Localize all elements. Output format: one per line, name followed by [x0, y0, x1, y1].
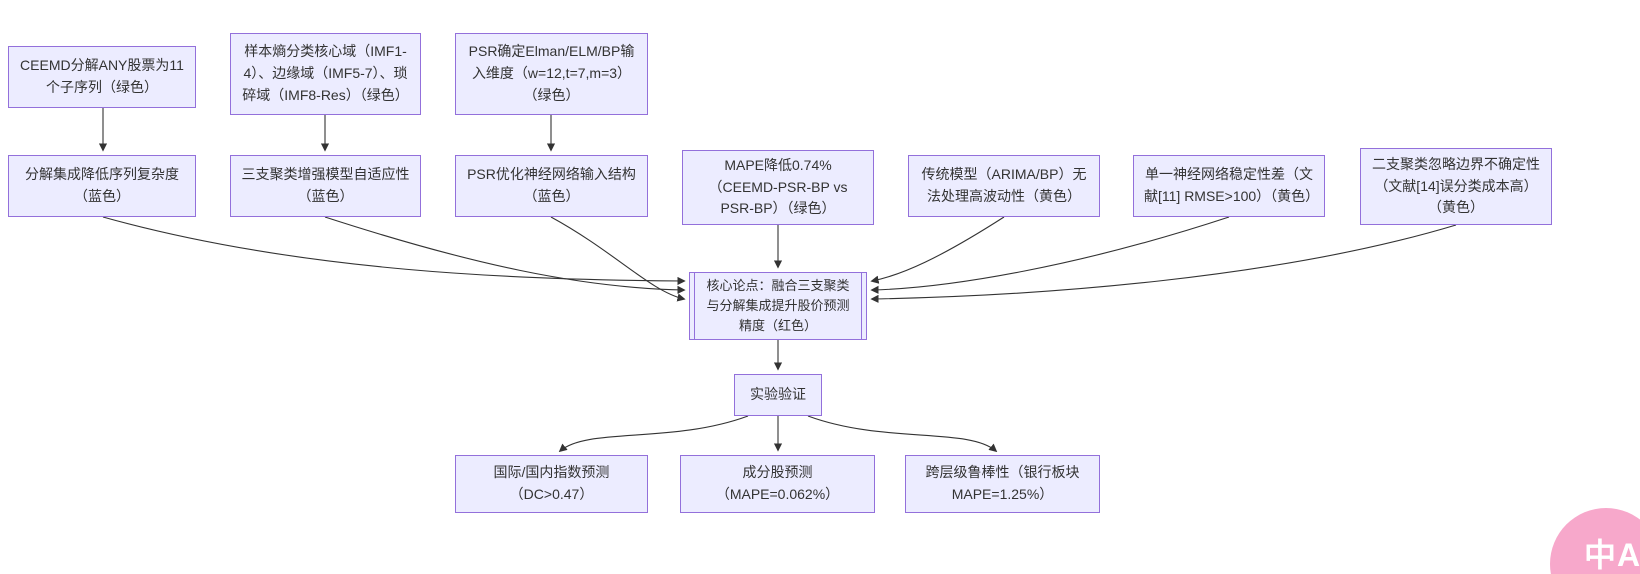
psr-structure-node: PSR优化神经网络输入结构（蓝色）: [455, 155, 648, 217]
experiment-validation-node: 实验验证: [734, 374, 822, 416]
core-thesis-node: 核心论点：融合三支聚类与分解集成提升股价预测精度（红色）: [689, 272, 867, 340]
node-label: 三支聚类增强模型自适应性（蓝色）: [241, 166, 410, 204]
edge-traditional-to-core: [870, 216, 1005, 284]
robustness-node: 跨层级鲁棒性（银行板块MAPE=1.25%）: [905, 455, 1100, 513]
traditional-model-node: 传统模型（ARIMA/BP）无法处理高波动性（黄色）: [908, 155, 1100, 217]
node-label: PSR确定Elman/ELM/BP输入维度（w=12,t=7,m=3）（绿色）: [468, 43, 635, 103]
edge-complexity-to-core: [102, 216, 686, 286]
sample-entropy-node: 样本熵分类核心域（IMF1-4）、边缘域（IMF5-7）、琐碎域（IMF8-Re…: [230, 33, 421, 115]
node-label: PSR优化神经网络输入结构（蓝色）: [467, 166, 636, 204]
node-label: 传统模型（ARIMA/BP）无法处理高波动性（黄色）: [921, 166, 1087, 204]
psr-dimension-node: PSR确定Elman/ELM/BP输入维度（w=12,t=7,m=3）（绿色）: [455, 33, 648, 115]
node-label: 跨层级鲁棒性（银行板块MAPE=1.25%）: [925, 464, 1080, 502]
node-label: 样本熵分类核心域（IMF1-4）、边缘域（IMF5-7）、琐碎域（IMF8-Re…: [242, 43, 409, 103]
component-stock-node: 成分股预测（MAPE=0.062%）: [680, 455, 875, 513]
node-label: 实验验证: [750, 386, 806, 403]
translate-badge-label: 中A: [1584, 537, 1640, 573]
edge-threeway-to-core: [324, 216, 686, 294]
node-label: 分解集成降低序列复杂度（蓝色）: [25, 166, 179, 204]
ceemd-decompose-node: CEEMD分解ANY股票为11个子序列（绿色）: [8, 46, 196, 108]
node-label: MAPE降低0.74%（CEEMD-PSR-BP vs PSR-BP）（绿色）: [708, 156, 848, 217]
node-label: CEEMD分解ANY股票为11个子序列（绿色）: [20, 57, 184, 95]
two-way-clustering-node: 二支聚类忽略边界不确定性（文献[14]误分类成本高）（黄色）: [1360, 148, 1552, 225]
single-network-node: 单一神经网络稳定性差（文献[11] RMSE>100）（黄色）: [1133, 155, 1325, 217]
edge-twoway-to-core: [870, 224, 1457, 304]
three-way-clustering-node: 三支聚类增强模型自适应性（蓝色）: [230, 155, 421, 217]
node-label: 国际/国内指数预测（DC>0.47）: [493, 464, 610, 502]
index-prediction-node: 国际/国内指数预测（DC>0.47）: [455, 455, 648, 513]
node-label: 单一神经网络稳定性差（文献[11] RMSE>100）（黄色）: [1144, 166, 1320, 204]
node-label: 成分股预测（MAPE=0.062%）: [715, 464, 840, 502]
node-label: 核心论点：融合三支聚类与分解集成提升股价预测精度（红色）: [706, 277, 850, 334]
node-label: 二支聚类忽略边界不确定性（文献[14]误分类成本高）（黄色）: [1372, 155, 1540, 216]
translate-badge-icon[interactable]: 中A: [1550, 508, 1640, 574]
edge-psrstruct-to-core: [550, 216, 686, 302]
edge-experiment-to-index: [558, 415, 749, 453]
mape-improvement-node: MAPE降低0.74%（CEEMD-PSR-BP vs PSR-BP）（绿色）: [682, 150, 874, 225]
decompose-complexity-node: 分解集成降低序列复杂度（蓝色）: [8, 155, 196, 217]
edge-experiment-to-robust: [807, 415, 998, 453]
edge-singlenn-to-core: [870, 216, 1230, 294]
